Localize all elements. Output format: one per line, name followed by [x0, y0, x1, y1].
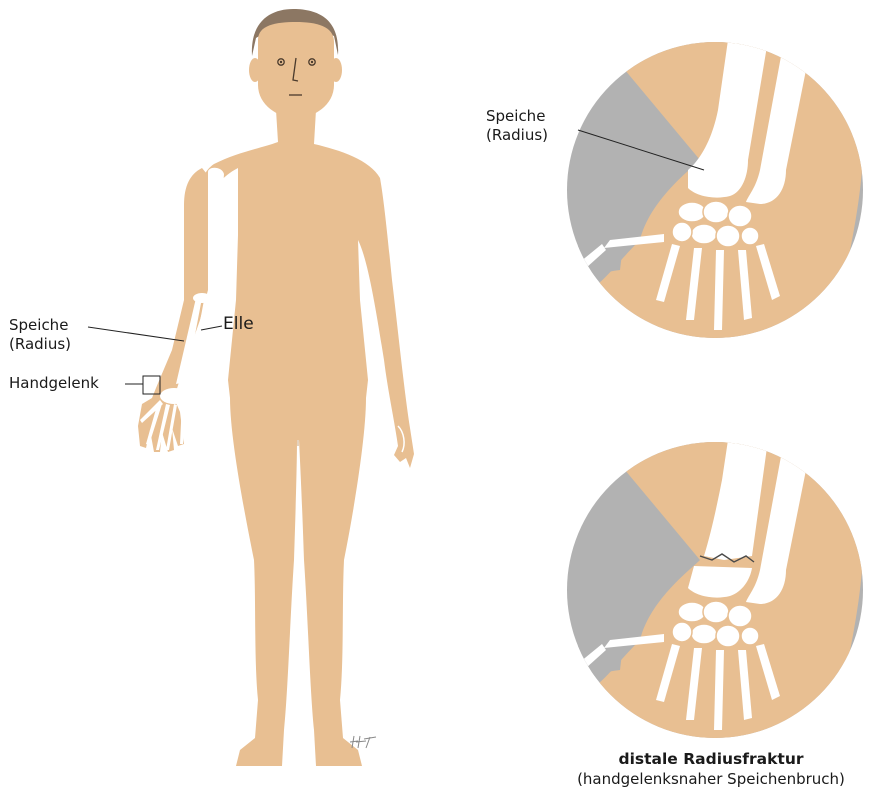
label-speiche-body-line2: (Radius)	[9, 335, 71, 354]
body	[199, 110, 414, 766]
label-speiche-body-line1: Speiche	[9, 316, 71, 335]
label-speiche-zoom: Speiche (Radius)	[486, 107, 548, 145]
label-speiche-zoom-line1: Speiche	[486, 107, 548, 126]
label-speiche-zoom-line2: (Radius)	[486, 126, 548, 145]
zoom-circle-fracture	[560, 440, 870, 760]
artist-signature	[350, 736, 376, 748]
human-figure	[138, 9, 414, 766]
figure-caption: distale Radiusfraktur (handgelenksnaher …	[538, 749, 884, 789]
caption-subtitle: (handgelenksnaher Speichenbruch)	[538, 769, 884, 789]
label-elle: Elle	[223, 315, 254, 334]
head	[258, 22, 334, 118]
label-speiche-body: Speiche (Radius)	[9, 316, 71, 354]
humerus	[208, 168, 224, 292]
zoom-circle-normal	[560, 40, 870, 360]
caption-title: distale Radiusfraktur	[538, 749, 884, 769]
wrist-bones	[160, 388, 188, 404]
label-handgelenk: Handgelenk	[9, 374, 99, 393]
